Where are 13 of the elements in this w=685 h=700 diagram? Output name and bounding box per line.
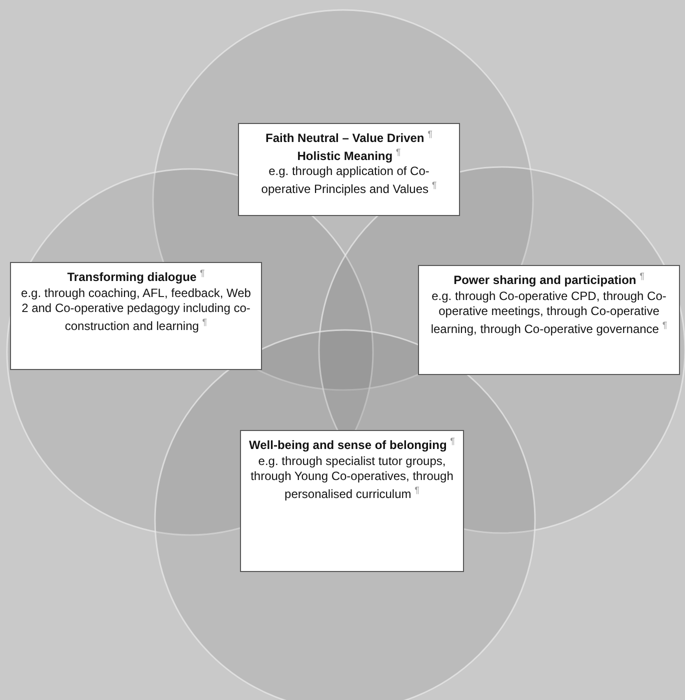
text-box [238, 123, 460, 216]
heading-text: Faith Neutral – Value Driven $^{¶}$ [264, 129, 434, 147]
heading-text: Holistic Meaning $^{¶}$ [296, 146, 402, 164]
text-box [240, 430, 464, 572]
text-box [10, 262, 262, 370]
description-text: e.g. through coaching, AFL, feedback, Web 2 and Co-operative pedagogy including co-construction and learning $^{¶}$ [20, 286, 252, 334]
description-text: e.g. through specialist tutor groups, through Young Co-operatives, through personalised curriculum $^{¶}$ [250, 454, 454, 502]
heading-text: Power sharing and participation $^{¶}$ [452, 271, 646, 289]
heading-text: Transforming dialogue $^{¶}$ [66, 268, 206, 286]
description-text: e.g. through Co-operative CPD, through Co-operative meetings, through Co-operative learning, through Co-operative governance $^{¶}$ [430, 288, 668, 338]
description-text: e.g. through application of Co-operative Principles and Values $^{¶}$ [260, 164, 438, 198]
heading-text: Well-being and sense of belonging $^{¶}$ [249, 436, 455, 454]
text-box [418, 265, 680, 375]
